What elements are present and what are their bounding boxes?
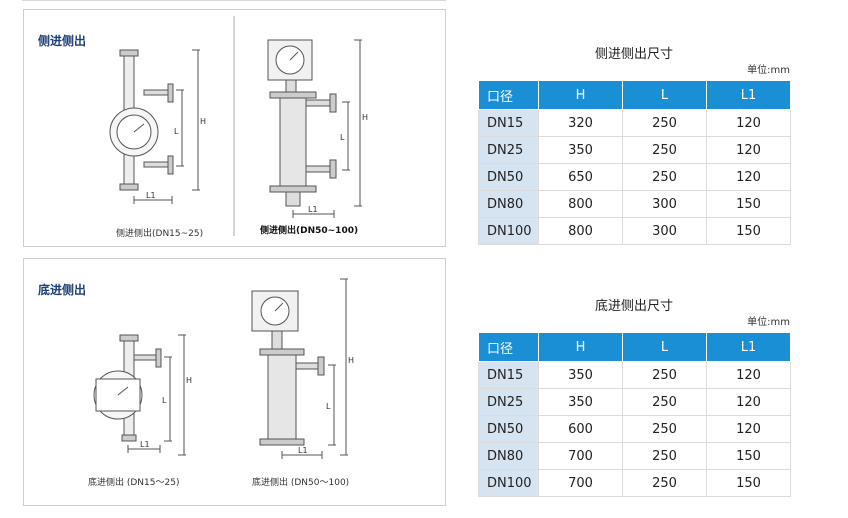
table-cell: 600 [538, 415, 623, 443]
table-cell: 350 [538, 136, 623, 164]
column-header: L1 [706, 80, 791, 110]
dimension-table: 口径 H L L1 DN15 350 250 120 DN25 350 250 … [478, 332, 791, 497]
side-in-side-out-panel: 侧进侧出 [23, 9, 446, 247]
table-row: DN100 700 250 150 [478, 469, 791, 497]
table-cell: 250 [622, 163, 707, 191]
column-header: 口径 [478, 332, 539, 362]
column-header: L1 [706, 332, 791, 362]
dim-l1-label: L1 [308, 205, 318, 214]
table-cell: 800 [538, 217, 623, 245]
dim-l-label: L [326, 402, 331, 411]
table-row: DN25 350 250 120 [478, 136, 791, 164]
column-header: H [538, 80, 623, 110]
table-cell: 650 [538, 163, 623, 191]
table-cell: DN80 [478, 442, 539, 470]
drawing-caption: 底进侧出 (DN15～25) [88, 478, 180, 488]
table-cell: 250 [622, 388, 707, 416]
table-row: DN50 650 250 120 [478, 163, 791, 191]
column-header: H [538, 332, 623, 362]
table-row: DN15 350 250 120 [478, 361, 791, 389]
bottom-in-side-out-spec: 底进侧出尺寸 单位:mm 口径 H L L1 DN15 350 250 120 … [478, 298, 791, 497]
dim-h-label: H [186, 376, 192, 385]
table-cell: 120 [706, 136, 791, 164]
table-cell: 120 [706, 163, 791, 191]
panel-title: 底进侧出 [38, 283, 87, 297]
dim-h-label: H [362, 113, 368, 122]
table-cell: DN15 [478, 361, 539, 389]
table-cell: 250 [622, 469, 707, 497]
table-cell: 320 [538, 109, 623, 137]
table-cell: 250 [622, 136, 707, 164]
dimension-table: 口径 H L L1 DN15 320 250 120 DN25 350 250 … [478, 80, 791, 245]
table-row: DN50 600 250 120 [478, 415, 791, 443]
table-row: DN80 700 250 150 [478, 442, 791, 470]
table-cell: 800 [538, 190, 623, 218]
dim-l-label: L [340, 133, 345, 142]
table-cell: 350 [538, 361, 623, 389]
table-row: DN25 350 250 120 [478, 388, 791, 416]
dim-h-label: H [200, 117, 206, 126]
table-cell: 120 [706, 388, 791, 416]
bottom-in-side-out-panel: 底进侧出 [23, 258, 446, 506]
drawing-caption: 侧进侧出(DN15~25) [116, 229, 204, 239]
spec-title: 侧进侧出尺寸 [594, 47, 673, 62]
table-cell: DN100 [478, 217, 539, 245]
dim-l1-label: L1 [140, 440, 150, 449]
table-cell: 120 [706, 415, 791, 443]
table-cell: 150 [706, 190, 791, 218]
dim-l-label: L [174, 127, 179, 136]
table-cell: 250 [622, 415, 707, 443]
table-row: DN15 320 250 120 [478, 109, 791, 137]
spec-unit: 单位:mm [747, 317, 790, 328]
table-cell: DN25 [478, 136, 539, 164]
table-cell: 250 [622, 442, 707, 470]
table-cell: 350 [538, 388, 623, 416]
table-cell: DN25 [478, 388, 539, 416]
side-in-side-out-spec: 侧进侧出尺寸 单位:mm 口径 H L L1 DN15 320 250 120 … [478, 46, 791, 245]
table-cell: 120 [706, 361, 791, 389]
dim-l-label: L [162, 396, 167, 405]
bottom-in-side-out-drawing: H L L1 H L L1 [93, 278, 354, 459]
table-cell: 700 [538, 442, 623, 470]
dim-h-label: H [348, 356, 354, 365]
side-in-side-out-drawing: H L L1 H L L1 [109, 16, 368, 236]
table-cell: 300 [622, 190, 707, 218]
panel-title: 侧进侧出 [38, 34, 87, 48]
spec-title: 底进侧出尺寸 [594, 299, 673, 314]
table-cell: 300 [622, 217, 707, 245]
table-row: DN80 800 300 150 [478, 190, 791, 218]
column-header: 口径 [478, 80, 539, 110]
table-header-row: 口径 H L L1 [478, 332, 791, 362]
spec-unit: 单位:mm [747, 65, 790, 76]
table-cell: 150 [706, 217, 791, 245]
table-row: DN100 800 300 150 [478, 217, 791, 245]
drawing-caption: 底进侧出 (DN50～100) [252, 478, 350, 488]
drawing-caption: 侧进侧出(DN50~100) [260, 226, 359, 236]
table-cell: 250 [622, 109, 707, 137]
table-cell: DN50 [478, 163, 539, 191]
table-header-row: 口径 H L L1 [478, 80, 791, 110]
table-cell: DN100 [478, 469, 539, 497]
table-cell: DN80 [478, 190, 539, 218]
table-cell: 250 [622, 361, 707, 389]
column-header: L [622, 80, 707, 110]
dim-l1-label: L1 [146, 191, 156, 200]
table-cell: 700 [538, 469, 623, 497]
table-cell: DN15 [478, 109, 539, 137]
table-cell: 120 [706, 109, 791, 137]
table-cell: 150 [706, 469, 791, 497]
table-cell: 150 [706, 442, 791, 470]
table-cell: DN50 [478, 415, 539, 443]
dim-l1-label: L1 [298, 446, 308, 455]
column-header: L [622, 332, 707, 362]
top-rule [22, 0, 446, 1]
